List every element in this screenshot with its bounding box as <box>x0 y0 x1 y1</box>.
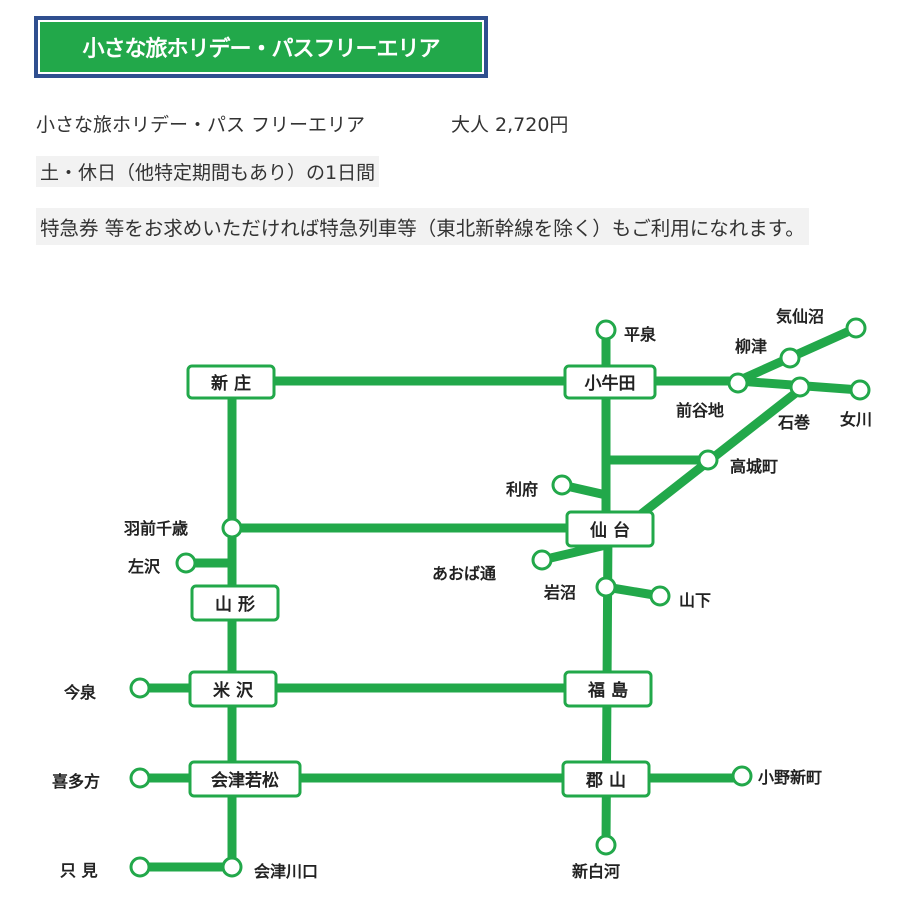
box-yonezawa <box>188 670 278 708</box>
pass-price: 大人 2,720円 <box>451 114 569 136</box>
label-sazawa: 左沢 <box>127 557 161 576</box>
label-yamashita: 山下 <box>679 591 711 610</box>
box-koriyama <box>561 760 651 798</box>
label-hiraizumi: 平泉 <box>624 325 657 344</box>
station-iwanuma <box>595 576 617 598</box>
box-fukushima <box>563 670 653 708</box>
express-note: 特急券 等をお求めいただければ特急列車等（東北新幹線を除く）もご利用になれます。 <box>36 208 809 245</box>
station-yanaizu <box>779 347 801 369</box>
station-kesennuma <box>845 317 867 339</box>
box-sendai <box>565 510 655 548</box>
pass-name-line: 小さな旅ホリデー・パス フリーエリア 大人 2,720円 <box>36 110 568 137</box>
label-fukushima: 福 島 <box>587 680 628 701</box>
label-rifu: 利府 <box>506 480 538 499</box>
station-rifu <box>551 474 573 496</box>
label-koriyama: 郡 山 <box>585 771 626 791</box>
label-ishinomaki: 石巻 <box>777 413 811 432</box>
label-shirakawa: 新白河 <box>572 862 620 881</box>
station-sazawa <box>175 552 197 574</box>
label-aobadori: あおば通 <box>432 564 496 583</box>
station-hiraizumi <box>595 319 617 341</box>
station-yamashita <box>649 585 671 607</box>
banner-title: 小さな旅ホリデー・パスフリーエリア <box>38 20 484 74</box>
label-shinjo: 新 庄 <box>211 373 251 394</box>
label-sendai: 仙 台 <box>590 520 630 541</box>
box-yamagata <box>190 584 280 622</box>
label-aizuwakamatsu: 会津若松 <box>211 770 279 791</box>
label-ononiimachi: 小野新町 <box>758 768 822 787</box>
station-aizukawaguchi <box>221 856 243 878</box>
banner: 小さな旅ホリデー・パスフリーエリア <box>34 16 488 78</box>
station-tadami <box>129 856 151 878</box>
station-onagawa <box>849 379 871 401</box>
station-maeyachi <box>727 372 749 394</box>
station-usenchitose <box>221 517 243 539</box>
station-shirakawa <box>595 834 617 856</box>
box-shinjo <box>186 364 276 400</box>
label-tadami: 只 見 <box>60 861 98 880</box>
label-kogota: 小牛田 <box>585 373 636 394</box>
station-imaizumi <box>129 677 151 699</box>
label-aizukawaguchi: 会津川口 <box>254 862 318 881</box>
line-senseki <box>635 383 807 520</box>
station-aobadori <box>531 549 553 571</box>
pass-name: 小さな旅ホリデー・パス フリーエリア <box>36 114 366 136</box>
label-imaizumi: 今泉 <box>63 683 97 702</box>
station-takagimachi <box>697 449 719 471</box>
station-kitakata <box>129 767 151 789</box>
label-yamagata: 山 形 <box>215 594 255 615</box>
label-yanaizu: 柳津 <box>735 337 767 356</box>
label-yonezawa: 米 沢 <box>213 680 254 701</box>
box-aizuwakamatsu <box>188 760 302 798</box>
label-takagimachi: 高城町 <box>730 457 778 476</box>
station-ishinomaki <box>789 376 811 398</box>
label-onagawa: 女川 <box>840 410 872 429</box>
box-kogota <box>563 364 657 400</box>
validity-text: 土・休日（他特定期間もあり）の1日間 <box>36 156 380 187</box>
label-iwanuma: 岩沼 <box>543 583 576 602</box>
label-maeyachi: 前谷地 <box>676 401 724 420</box>
label-kesennuma: 気仙沼 <box>776 307 824 326</box>
label-kitakata: 喜多方 <box>52 772 100 791</box>
station-ononiimachi <box>731 765 753 787</box>
label-usenchitose: 羽前千歳 <box>124 519 188 538</box>
